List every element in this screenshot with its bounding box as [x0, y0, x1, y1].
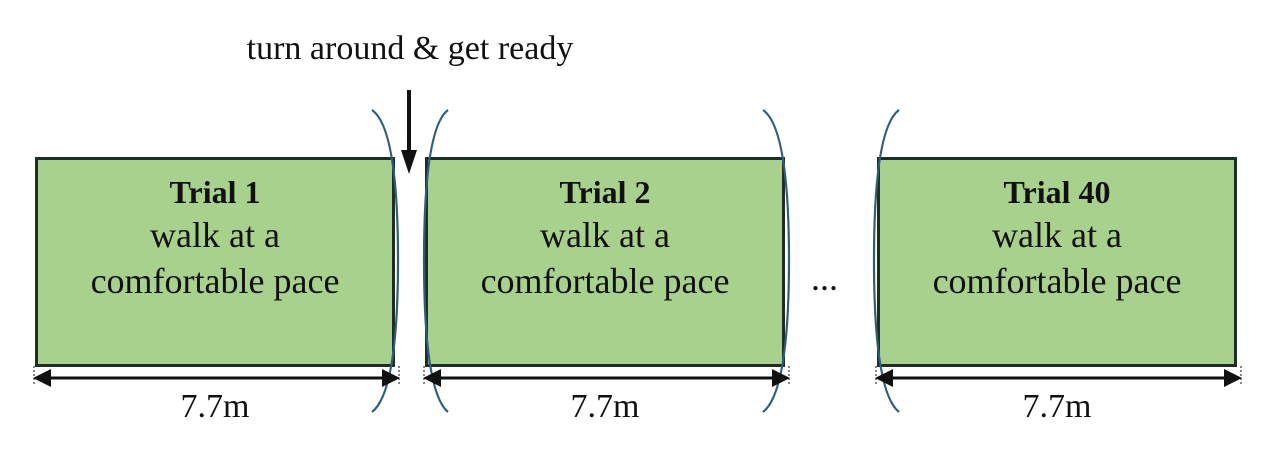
trial-title: Trial 40	[1003, 174, 1111, 210]
turn-around-arrow-icon	[401, 90, 417, 174]
trial-box-40: Trial 40 walk at a comfortable pace	[877, 157, 1237, 367]
trial-description: walk at a comfortable pace	[932, 215, 1182, 301]
distance-dimension-2	[423, 366, 790, 387]
distance-dimension-40	[875, 366, 1242, 387]
trial-box-1: Trial 1 walk at a comfortable pace	[35, 157, 395, 367]
trial-description: walk at a comfortable pace	[480, 215, 730, 301]
distance-label-40: 7.7m	[1022, 388, 1092, 425]
trial-title: Trial 2	[559, 174, 651, 210]
distance-dimension-1	[33, 366, 400, 387]
trial-box-2: Trial 2 walk at a comfortable pace	[425, 157, 785, 367]
distance-label-1: 7.7m	[180, 388, 250, 425]
trial-title: Trial 1	[169, 174, 261, 210]
distance-label-2: 7.7m	[570, 388, 640, 425]
ellipsis: ...	[811, 258, 838, 298]
trial-description: walk at a comfortable pace	[90, 215, 340, 301]
instruction-label: turn around & get ready	[246, 30, 574, 67]
